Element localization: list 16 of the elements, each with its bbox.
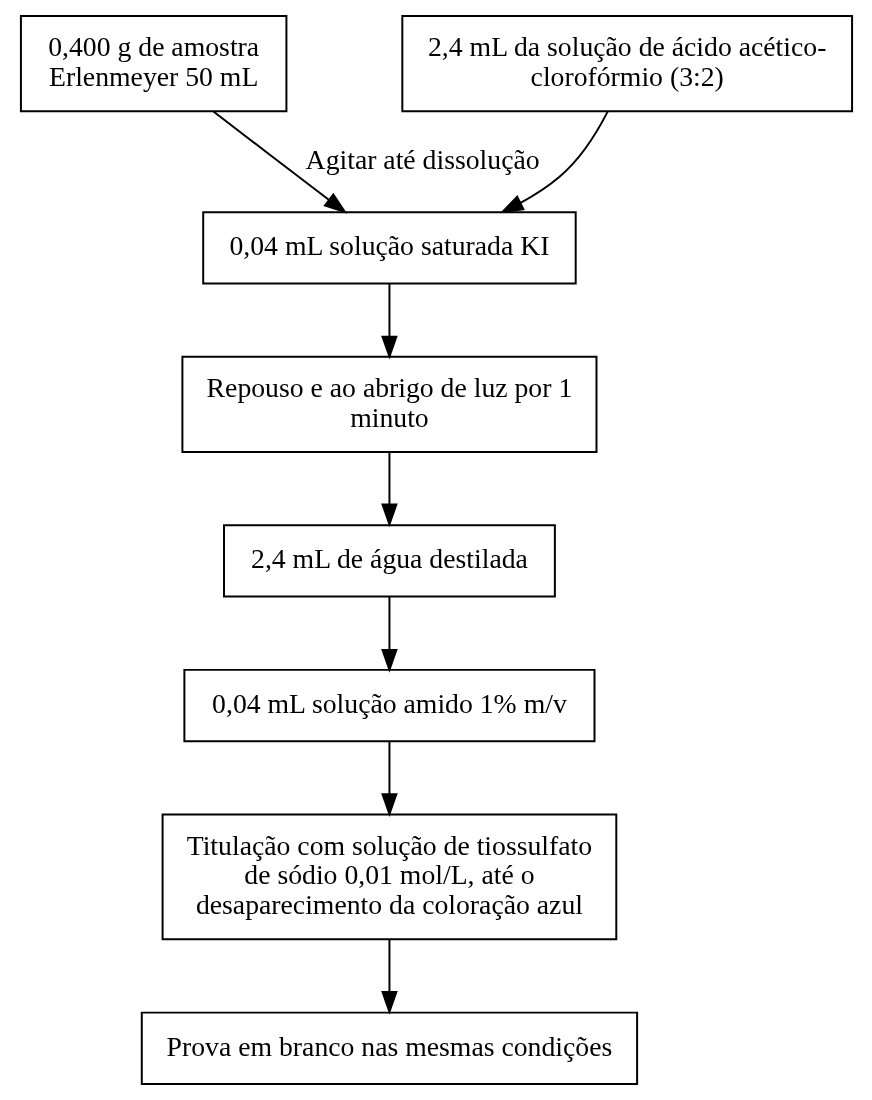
edge-label: Agitar até dissolução bbox=[305, 144, 540, 175]
node-box: 2,4 mL de água destilada bbox=[222, 524, 556, 598]
node-box: Repouso e ao abrigo de luz por 1 minuto bbox=[180, 355, 597, 453]
node-box: 0,400 g de amostra Erlenmeyer 50 mL bbox=[19, 15, 287, 113]
node-box: 2,4 mL da solução de ácido acético-clorofórmio (3:2) bbox=[400, 15, 853, 113]
node-box: 0,04 mL solução amido 1% m/v bbox=[182, 668, 595, 743]
node-box: 0,04 mL solução saturada KI bbox=[201, 211, 577, 285]
node-box: Prova em branco nas mesmas condições bbox=[140, 1011, 638, 1085]
arrow bbox=[380, 451, 398, 528]
arrow bbox=[380, 938, 398, 1015]
node-box: Titulação com solução de tiossulfato de sódio 0,01 mol/L, até o desaparecimento da coloração azul bbox=[161, 813, 617, 941]
arrow bbox=[499, 110, 609, 214]
arrow bbox=[380, 740, 398, 817]
arrow bbox=[380, 595, 398, 673]
arrow bbox=[211, 110, 347, 214]
arrow bbox=[380, 282, 398, 360]
